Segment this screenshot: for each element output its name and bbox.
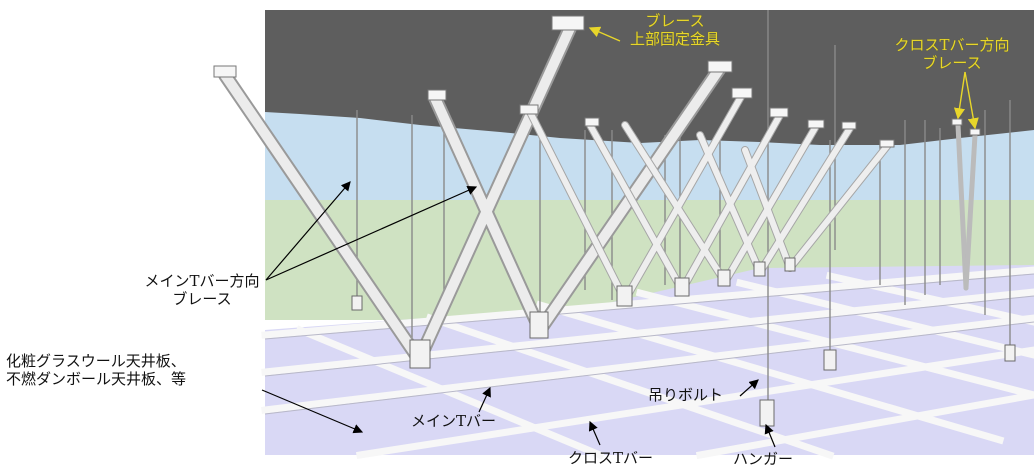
label-line: 上部固定金具 bbox=[629, 30, 720, 48]
main-brace-member bbox=[587, 122, 685, 293]
label-line: メインTバー方向 bbox=[144, 272, 260, 290]
upper-fixtures bbox=[213, 15, 981, 148]
brace-top-fixture bbox=[213, 65, 237, 78]
callout-arrows-yellow bbox=[588, 26, 979, 130]
brace-bottom-clip bbox=[674, 277, 690, 297]
main-brace-member bbox=[757, 125, 853, 275]
main-brace-member bbox=[527, 109, 628, 303]
brace-top-fixture bbox=[519, 104, 539, 115]
callout-arrows bbox=[261, 181, 776, 448]
cross-tbar-line bbox=[295, 325, 605, 460]
label-line: ブレース bbox=[172, 290, 232, 308]
main-braces bbox=[218, 21, 892, 365]
arrow-main-brace-1 bbox=[265, 181, 351, 281]
main-brace-member bbox=[622, 92, 745, 303]
brace-top-fixture bbox=[951, 118, 963, 126]
brace-top-fixture bbox=[969, 128, 981, 136]
label-line: クロスTバー方向 bbox=[894, 36, 1010, 54]
main-tbar-line bbox=[261, 288, 1034, 376]
brace-bottom-clip bbox=[717, 269, 731, 287]
label-hanger: ハンガー bbox=[733, 450, 794, 468]
label-line: ブレース bbox=[645, 12, 705, 30]
label-line: 化粧グラスウール天井板、 bbox=[6, 352, 186, 370]
arrow-hanging-bolt bbox=[739, 379, 759, 397]
label-main-tbar: メインTバー bbox=[411, 412, 497, 430]
arrow-main-tbar bbox=[478, 386, 491, 413]
hanger-fitting bbox=[351, 295, 363, 311]
arrow-brace-fixture bbox=[588, 26, 621, 42]
brace-top-fixture bbox=[427, 89, 447, 101]
brace-bottom-clip bbox=[616, 285, 633, 307]
main-brace-member bbox=[622, 122, 728, 285]
hanger-fitting bbox=[759, 399, 775, 427]
cross-tbar-line bbox=[825, 271, 1034, 326]
concrete-slab bbox=[265, 10, 1034, 145]
main-brace-member bbox=[722, 125, 818, 285]
brace-top-fixture bbox=[707, 60, 733, 73]
brace-top-fixture bbox=[807, 119, 825, 129]
brace-bottom-clip bbox=[409, 339, 431, 369]
label-cross-tbar: クロスTバー bbox=[568, 449, 654, 467]
arrow-main-brace-2 bbox=[265, 186, 478, 281]
brace-top-fixture bbox=[731, 87, 753, 99]
brace-top-fixture bbox=[841, 121, 857, 130]
arrow-hanger bbox=[764, 423, 776, 448]
cross-tbar-line bbox=[635, 288, 1034, 399]
arrow-cross-tbar bbox=[588, 420, 601, 446]
main-tbar-line bbox=[261, 314, 1034, 414]
arrow-ceiling-board bbox=[261, 389, 364, 434]
brace-bottom-clip bbox=[529, 311, 549, 339]
cross-brace-member bbox=[955, 122, 969, 291]
main-brace-member bbox=[697, 132, 763, 275]
main-brace-member bbox=[742, 147, 793, 271]
label-cross-direction-brace: クロスTバー方向 ブレース bbox=[872, 36, 1032, 72]
brace-top-fixture bbox=[769, 107, 789, 118]
lower-joints bbox=[351, 257, 1016, 427]
arrow-cross-brace-2 bbox=[964, 71, 979, 130]
tbar-grid bbox=[261, 266, 1034, 460]
main-brace-member bbox=[787, 142, 891, 271]
cross-tbar-line bbox=[425, 313, 835, 460]
grid-shadow bbox=[264, 321, 1034, 415]
label-ceiling-board: 化粧グラスウール天井板、 不燃ダンボール天井板、等 bbox=[6, 352, 186, 388]
hanger-fitting bbox=[823, 349, 837, 371]
main-brace-member bbox=[415, 23, 575, 363]
brace-top-fixture bbox=[551, 15, 585, 31]
label-line: 不燃ダンボール天井板、等 bbox=[6, 370, 187, 388]
label-line: ブレース bbox=[922, 54, 982, 72]
cross-tbar-line bbox=[535, 300, 1005, 445]
main-brace-member bbox=[220, 70, 423, 363]
brace-top-fixture bbox=[584, 117, 600, 127]
brace-bottom-clip bbox=[753, 261, 766, 277]
label-brace-top-fixture: ブレース 上部固定金具 bbox=[615, 12, 735, 48]
cross-braces bbox=[955, 122, 978, 291]
arrow-cross-brace-1 bbox=[953, 71, 966, 120]
hanger-fitting bbox=[1004, 344, 1016, 362]
cross-brace-member bbox=[963, 132, 978, 291]
grid-shadow bbox=[264, 295, 1034, 377]
label-main-direction-brace: メインTバー方向 ブレース bbox=[132, 272, 272, 308]
main-tbar-line bbox=[695, 391, 1034, 460]
brace-top-fixture bbox=[879, 139, 895, 148]
label-hanging-bolt: 吊りボルト bbox=[648, 386, 724, 404]
brace-bottom-clip bbox=[784, 257, 796, 272]
